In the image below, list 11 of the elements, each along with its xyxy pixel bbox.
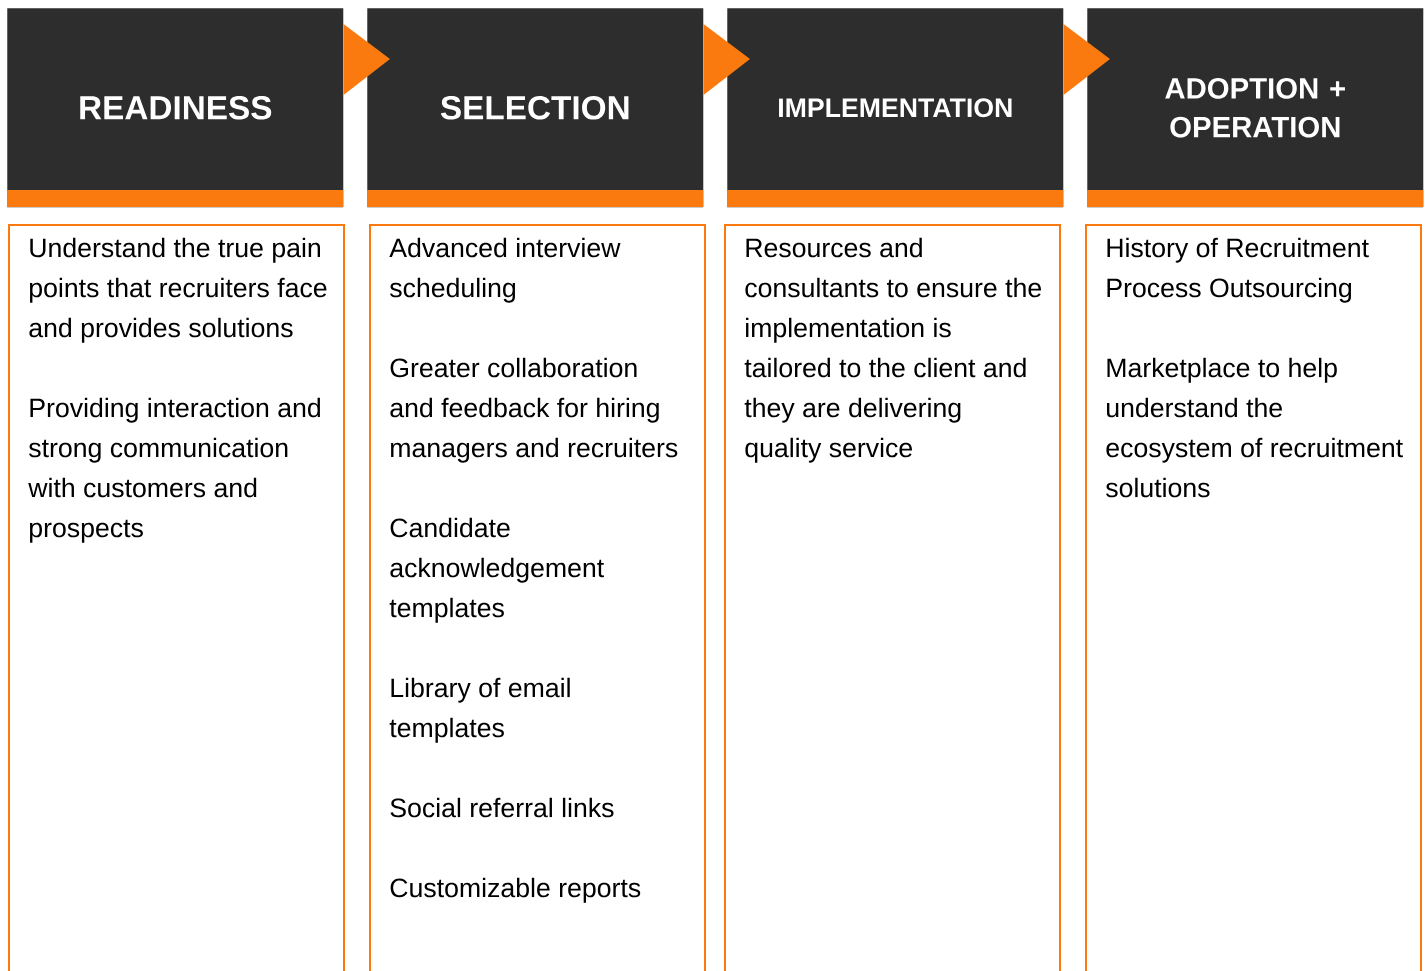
description-panel: Advanced interview scheduling Greater collaboration and feedback for hiring managers and recruiters Candidate acknowledgement templates Library of email templates Social referral links Customizable reports bbox=[369, 224, 710, 971]
stage-header: IMPLEMENTATION bbox=[727, 8, 1064, 208]
stage-header: ADOPTION + OPERATION bbox=[1087, 8, 1424, 208]
arrow bbox=[1063, 24, 1110, 95]
description-panel: Resources and consultants to ensure the implementation is tailored to the client and they are delivering quality service bbox=[724, 224, 1065, 971]
arrow bbox=[343, 24, 390, 95]
arrow bbox=[703, 24, 750, 95]
description-panel: Understand the true pain points that recruiters face and provides solutions Providing interaction and strong communication with customers and prospects bbox=[8, 224, 349, 971]
description-panel: History of Recruitment Process Outsourcing Marketplace to help understand the ecosystem of recruitment solutions bbox=[1085, 224, 1426, 971]
stage-header: READINESS bbox=[7, 8, 344, 208]
stage-header: SELECTION bbox=[367, 8, 704, 208]
